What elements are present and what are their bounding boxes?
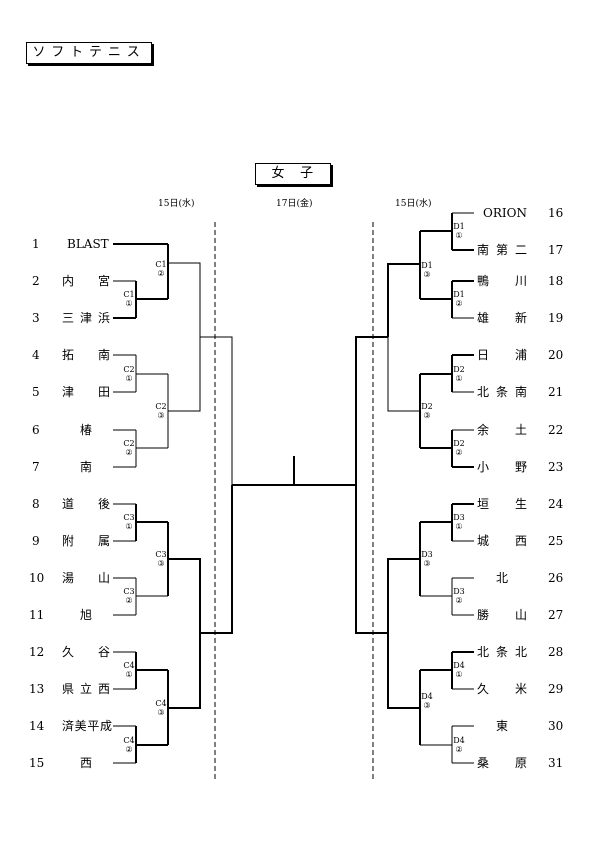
team-name: 津田 <box>62 385 110 399</box>
entry-number: 26 <box>548 571 564 585</box>
team-name: 東 <box>496 719 509 733</box>
entry-number: 23 <box>548 460 564 474</box>
entry-number: 12 <box>29 645 45 659</box>
team-name: 北条北 <box>477 645 527 659</box>
date-left: 15日(水) <box>158 199 195 209</box>
team-name: 城西 <box>477 534 527 548</box>
team-name: 久米 <box>477 682 527 696</box>
team-name: 三津浜 <box>62 311 110 325</box>
team-name: 南 <box>80 460 93 474</box>
team-name: 旭 <box>80 608 93 622</box>
team-name: BLAST <box>67 237 109 251</box>
entry-number: 28 <box>548 645 564 659</box>
team-name: 桑原 <box>477 756 527 770</box>
section-title: 女 子 <box>255 163 331 185</box>
entry-number: 17 <box>548 243 564 257</box>
entry-number: 18 <box>548 274 564 288</box>
entry-number: 9 <box>32 534 40 548</box>
team-name: 勝山 <box>477 608 527 622</box>
team-name: 垣生 <box>477 497 527 511</box>
team-name: 椿 <box>80 423 93 437</box>
entry-number: 8 <box>32 497 40 511</box>
team-name: ORION <box>483 206 527 220</box>
team-name: 済美平成 <box>62 719 112 733</box>
entry-number: 19 <box>548 311 564 325</box>
entry-number: 1 <box>32 237 40 251</box>
date-right: 15日(水) <box>395 199 432 209</box>
team-name: 南第二 <box>477 243 527 257</box>
entry-number: 4 <box>32 348 40 362</box>
date-center: 17日(金) <box>276 199 313 209</box>
page-title: ソフトテニス <box>26 42 152 64</box>
entry-number: 27 <box>548 608 564 622</box>
team-name: 道後 <box>62 497 110 511</box>
entry-number: 5 <box>32 385 40 399</box>
team-name: 北条南 <box>477 385 527 399</box>
team-name: 雄新 <box>477 311 527 325</box>
team-name: 湯山 <box>62 571 110 585</box>
entry-number: 20 <box>548 348 564 362</box>
team-name: 附属 <box>62 534 110 548</box>
team-name: 鴨川 <box>477 274 527 288</box>
entry-number: 3 <box>32 311 40 325</box>
entry-number: 21 <box>548 385 564 399</box>
entry-number: 16 <box>548 206 564 220</box>
team-name: 小野 <box>477 460 527 474</box>
entry-number: 2 <box>32 274 40 288</box>
team-name: 内宮 <box>62 274 110 288</box>
team-name: 県立西 <box>62 682 110 696</box>
entry-number: 10 <box>29 571 45 585</box>
entry-number: 11 <box>29 608 45 622</box>
entry-number: 29 <box>548 682 564 696</box>
team-name: 久谷 <box>62 645 110 659</box>
entry-number: 31 <box>548 756 564 770</box>
team-name: 拓南 <box>62 348 110 362</box>
entry-number: 7 <box>32 460 40 474</box>
team-name: 余土 <box>477 423 527 437</box>
entry-number: 6 <box>32 423 40 437</box>
team-name: 日浦 <box>477 348 527 362</box>
entry-number: 24 <box>548 497 564 511</box>
team-name: 北 <box>496 571 509 585</box>
entry-number: 14 <box>29 719 45 733</box>
entry-number: 22 <box>548 423 564 437</box>
team-name: 西 <box>80 756 93 770</box>
entry-number: 15 <box>29 756 45 770</box>
entry-number: 30 <box>548 719 564 733</box>
entry-number: 25 <box>548 534 564 548</box>
entry-number: 13 <box>29 682 45 696</box>
